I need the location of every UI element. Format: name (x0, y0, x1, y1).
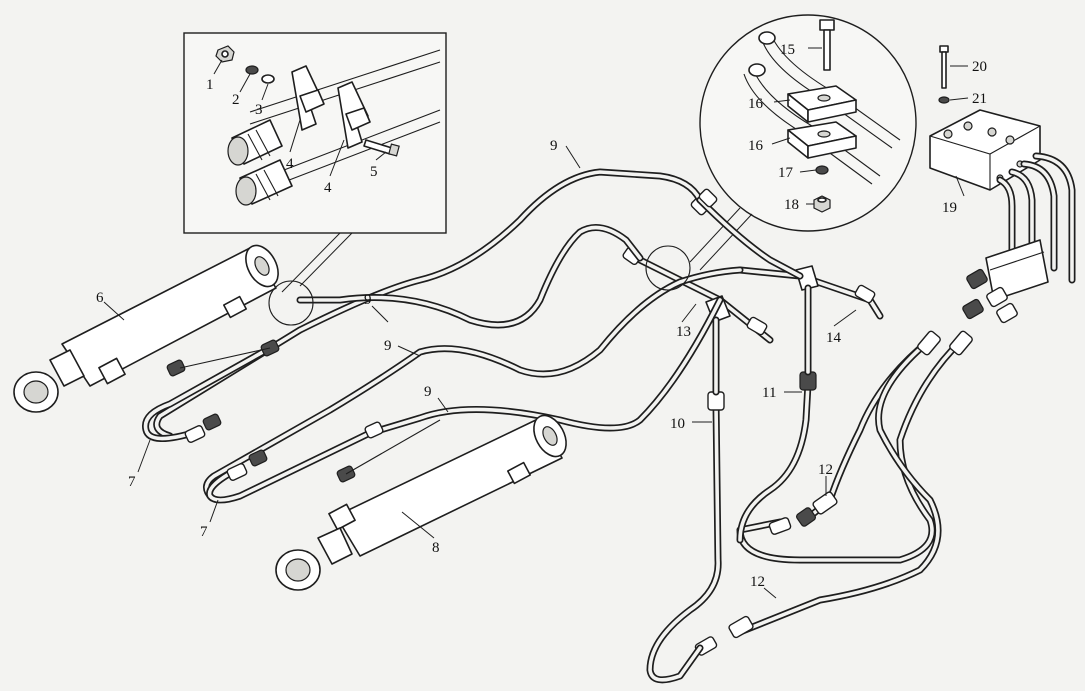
clamp-detail-inset (183, 32, 447, 293)
callout-11: 11 (762, 385, 776, 401)
valve-riser-pipes (996, 152, 1076, 284)
nut (215, 45, 235, 63)
hose-7-upper (142, 344, 274, 442)
manifold-block (985, 239, 1049, 301)
callout-4: 4 (324, 180, 332, 196)
hose-9-b (296, 224, 644, 329)
callout-9: 9 (364, 292, 372, 308)
nut (813, 195, 831, 213)
hose-9-c (203, 266, 744, 502)
callout-5: 5 (370, 164, 378, 180)
callout-9: 9 (550, 138, 558, 154)
callout-19: 19 (942, 200, 957, 216)
port-fittings (962, 268, 1018, 324)
callout-13: 13 (676, 324, 691, 340)
callout-17: 17 (778, 165, 794, 181)
hose-9-e (696, 196, 804, 280)
callout-3: 3 (255, 102, 263, 118)
leader-lines (103, 145, 857, 599)
callout-8: 8 (432, 540, 440, 556)
bracket-detail-inset (689, 14, 917, 271)
callout-12: 12 (818, 462, 833, 478)
spring-washer (245, 65, 259, 75)
callout-20: 20 (972, 59, 987, 75)
hose-10 (646, 400, 722, 684)
clamp-half (291, 65, 325, 131)
callout-16: 16 (748, 96, 764, 112)
clamp-block (787, 85, 857, 123)
clamp-half (337, 81, 371, 149)
tee-14 (736, 265, 884, 376)
callout-10: 10 (670, 416, 685, 432)
hydraulic-cylinder-8 (275, 414, 567, 591)
hose-9-a (153, 168, 704, 440)
hose-12-lower (736, 336, 942, 636)
hose-11 (736, 380, 812, 544)
hose-end-fitting (235, 159, 293, 206)
callout-16: 16 (748, 138, 764, 154)
callout-1: 1 (206, 77, 214, 93)
callout-6: 6 (96, 290, 104, 306)
callout-7: 7 (200, 524, 208, 540)
callout-15: 15 (780, 42, 795, 58)
bolt (819, 19, 835, 71)
callout-2: 2 (232, 92, 240, 108)
hydraulic-cylinder-6 (13, 244, 279, 413)
hose-9-d (376, 296, 724, 434)
callout-4: 4 (286, 156, 294, 172)
callout-21: 21 (972, 91, 987, 107)
callout-14: 14 (826, 330, 842, 346)
hose-end-fitting (227, 119, 283, 166)
clamp-block (787, 121, 857, 159)
callout-9: 9 (424, 384, 432, 400)
callout-9: 9 (384, 338, 392, 354)
flat-washer (261, 74, 275, 84)
bolt (939, 45, 949, 89)
callout-7: 7 (128, 474, 136, 490)
callout-18: 18 (784, 197, 799, 213)
callout-12: 12 (750, 574, 765, 590)
washer (938, 96, 950, 104)
bolt (363, 139, 400, 157)
spring-washer (815, 165, 829, 175)
hose-7-lower (206, 426, 380, 504)
